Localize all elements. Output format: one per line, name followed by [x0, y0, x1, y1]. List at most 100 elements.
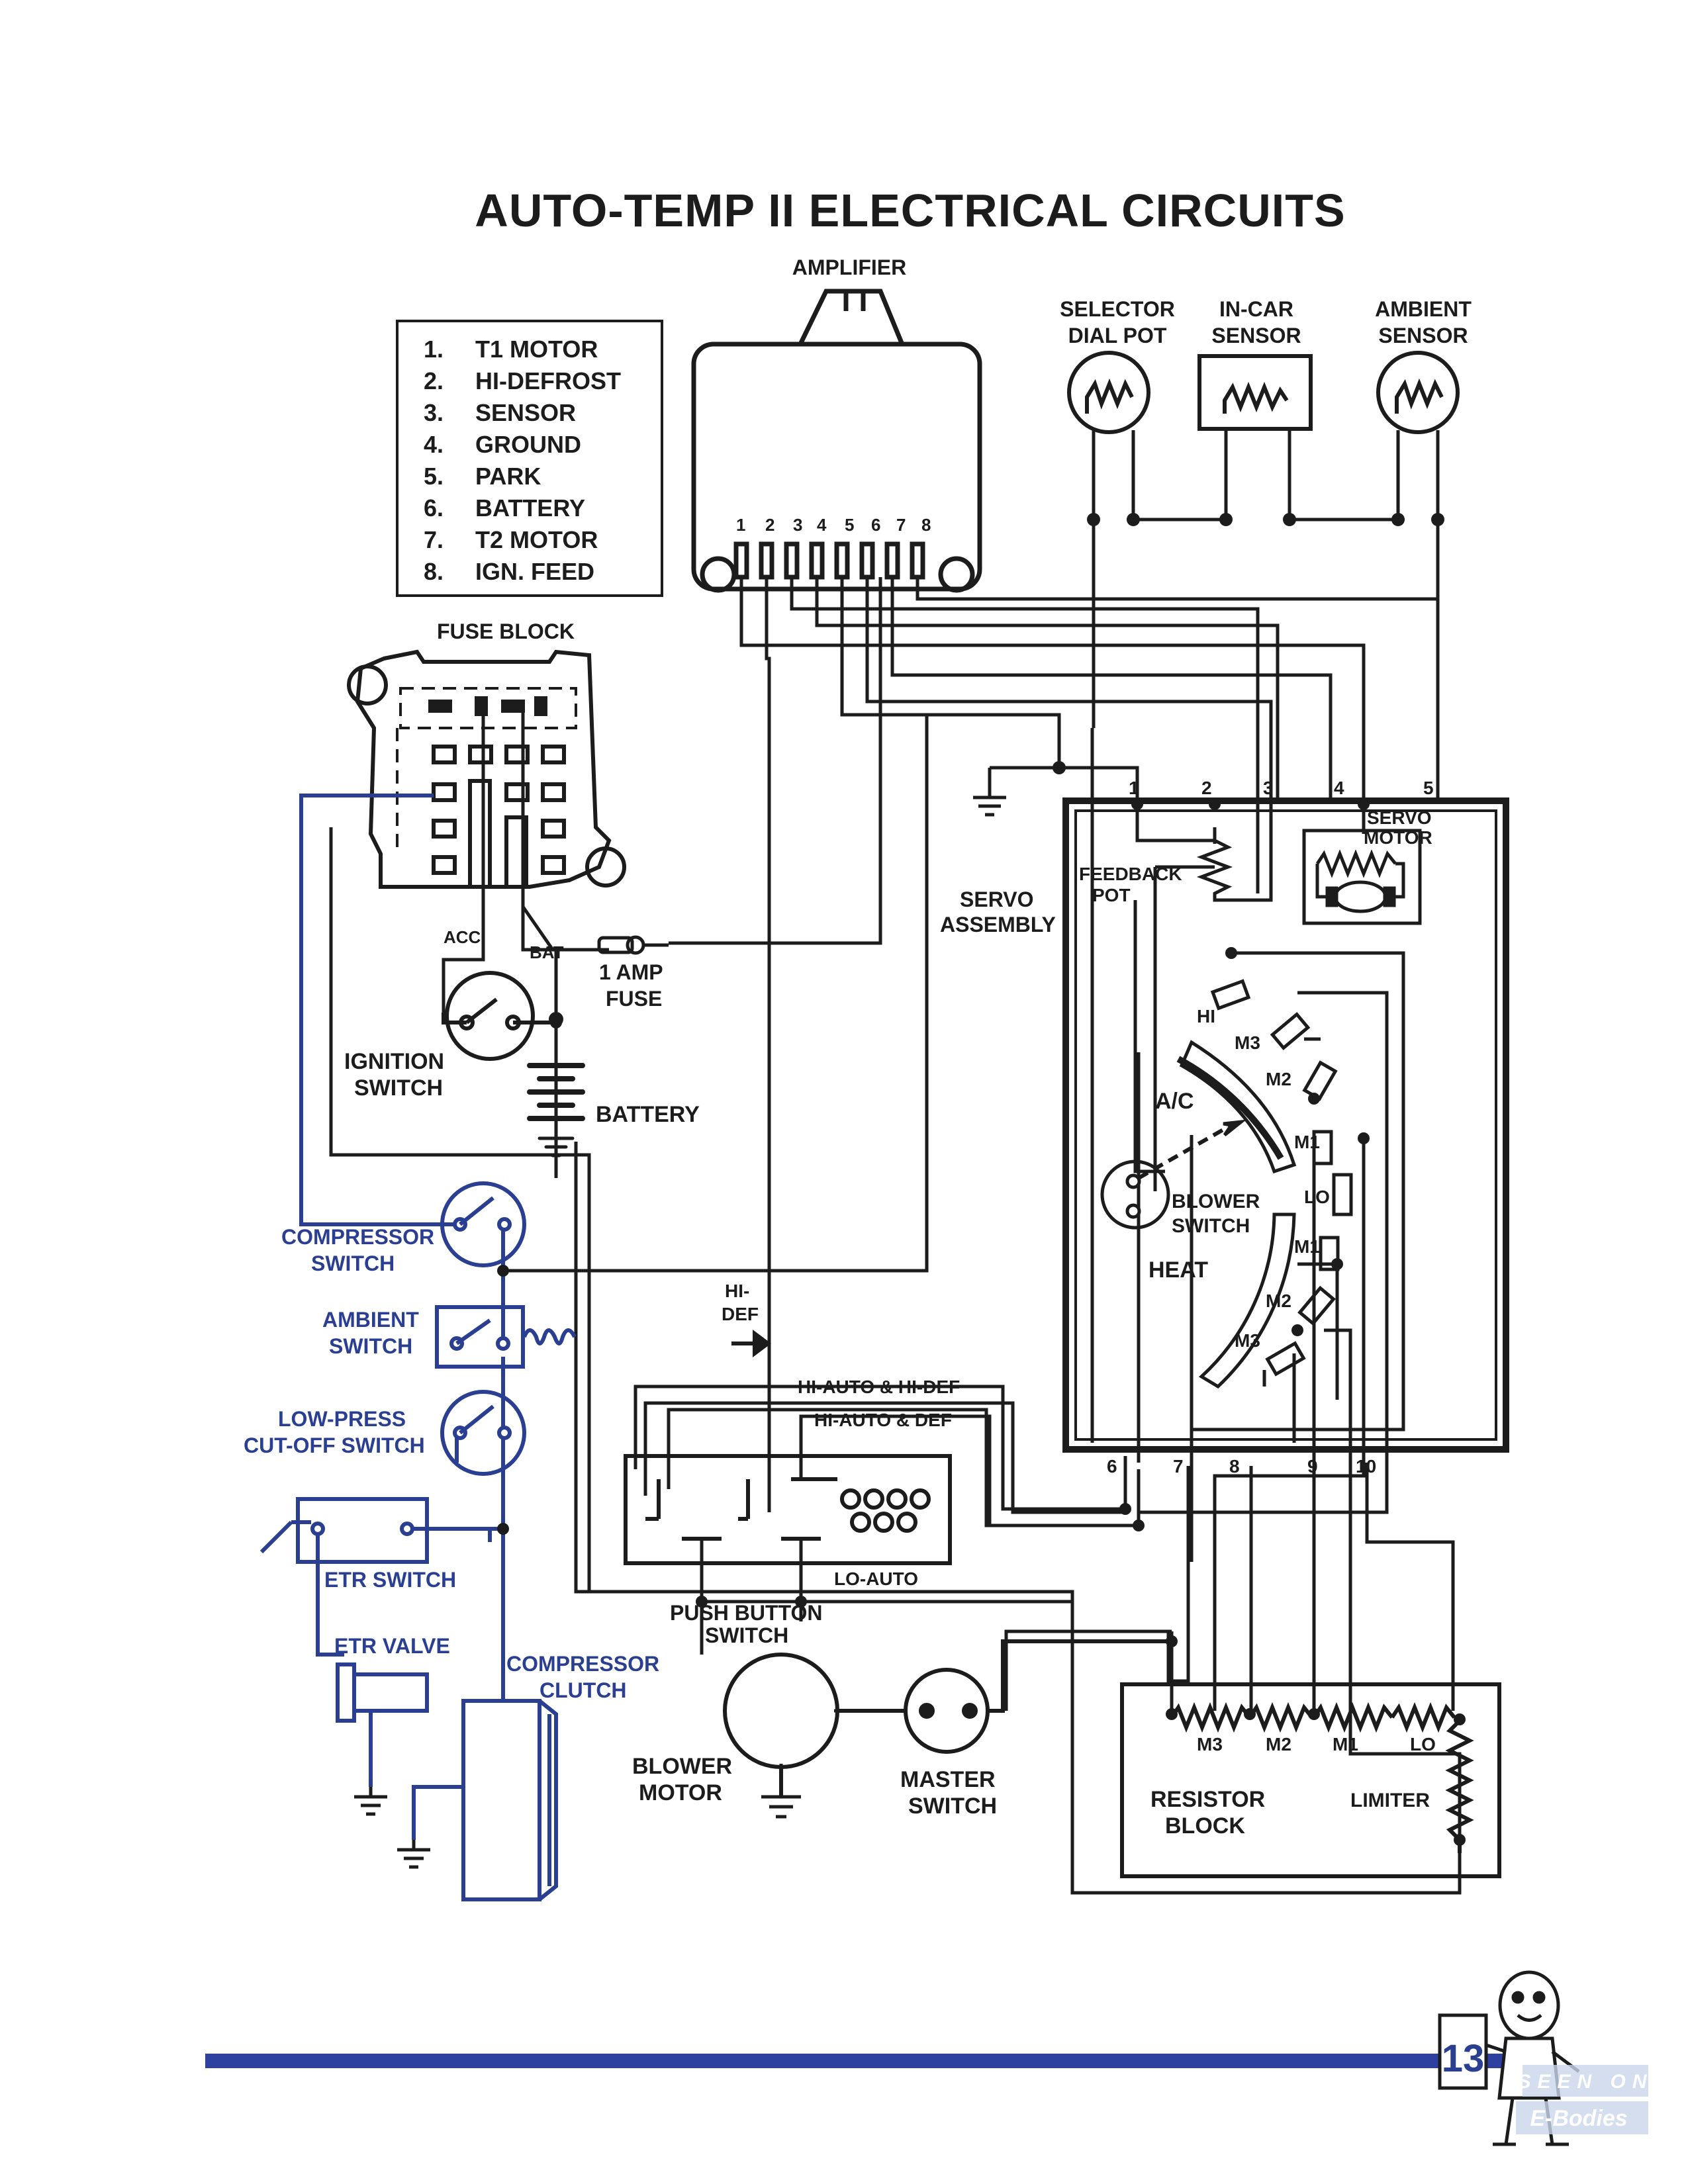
blower-pos-m3-bottom: M3: [1235, 1330, 1260, 1351]
servo-inner-box: [1074, 809, 1497, 1441]
blower-switch-label-1: BLOWER: [1172, 1191, 1260, 1212]
compressor-clutch: [461, 1699, 558, 1901]
push-button-labels: HI-AUTO & HI-DEF HI-AUTO & DEF LO-AUTO P…: [670, 1281, 960, 1647]
incar-label-2: SENSOR: [1211, 324, 1301, 347]
blower-motor-label-1: BLOWER: [632, 1754, 732, 1779]
hi-def-arrow: [731, 1330, 771, 1357]
feedback-pot-label-1: FEEDBACK: [1079, 864, 1182, 884]
amp-pin-1: 1: [736, 515, 745, 535]
legend-name-2: HI-DEFROST: [475, 367, 621, 394]
push-button-label-2: SWITCH: [705, 1623, 788, 1647]
fuse-block-labels: FUSE BLOCK ACC BAT 1 AMP FUSE: [437, 619, 663, 1011]
etr-valve-label: ETR VALVE: [334, 1634, 450, 1658]
blower-switch-labels: BLOWER SWITCH A/C HEAT HI M3 M2 M1 LO M1…: [1149, 1006, 1330, 1351]
etr-valve: [336, 1662, 429, 1734]
servo-term-9: 9: [1307, 1456, 1318, 1477]
servo-term-2: 2: [1201, 778, 1212, 798]
fuse-block: [347, 649, 626, 889]
limiter-label: LIMITER: [1350, 1790, 1430, 1811]
legend-name-1: T1 MOTOR: [475, 336, 598, 363]
wiring-blue: [299, 794, 505, 1840]
servo-labels: SERVO ASSEMBLY FEEDBACK POT SERVO MOTOR: [940, 807, 1432, 936]
amp-pin-4: 4: [817, 515, 827, 535]
legend-name-7: T2 MOTOR: [475, 526, 598, 553]
servo-assembly-label-1: SERVO: [960, 887, 1033, 911]
ambient-sensor-label-1: AMBIENT: [1375, 297, 1472, 321]
hi-def-label-2: DEF: [722, 1304, 759, 1324]
blower-motor: [723, 1653, 907, 1797]
resistor-lo: LO: [1410, 1734, 1436, 1754]
compressor-clutch-label-2: CLUTCH: [539, 1678, 627, 1702]
hi-def-label-1: HI-: [725, 1281, 749, 1301]
master-switch: [904, 1639, 1172, 1754]
amplifier-label: AMPLIFIER: [792, 255, 906, 279]
amp-pin-3: 3: [793, 515, 802, 535]
master-switch-label-1: MASTER: [900, 1767, 996, 1792]
blower-switch-label-2: SWITCH: [1172, 1215, 1250, 1237]
push-button-label-1: PUSH BUTTON: [670, 1601, 823, 1625]
low-press-label-2: CUT-OFF SWITCH: [244, 1433, 425, 1457]
resistor-block-junctions: [1166, 1708, 1466, 1846]
amp-pin-5: 5: [845, 515, 854, 535]
legend-name-4: GROUND: [475, 431, 581, 458]
servo-term-4: 4: [1334, 778, 1344, 798]
etr-switch-label: ETR SWITCH: [324, 1568, 456, 1592]
feedback-pot-label-2: POT: [1092, 885, 1131, 905]
diagram-title: AUTO-TEMP II ELECTRICAL CIRCUITS: [475, 185, 1345, 236]
pin-legend-box: [396, 320, 663, 597]
push-button-switch: [624, 1454, 952, 1565]
resistor-block-labels: M3 M2 M1 LO RESISTOR BLOCK LIMITER: [1150, 1734, 1436, 1839]
blue-grounds: [354, 1787, 430, 1869]
amp-pin-2: 2: [765, 515, 774, 535]
wire-junctions: [550, 513, 1444, 1647]
ambient-switch: [435, 1305, 577, 1369]
ambient-sensor-label-2: SENSOR: [1378, 324, 1468, 347]
servo-motor: [1302, 829, 1422, 925]
compressor-switch: [440, 1181, 526, 1267]
sensors: [1067, 351, 1460, 434]
blower-pos-m1-bottom: M1: [1294, 1236, 1320, 1257]
pin-legend: 1. T1 MOTOR 2. HI-DEFROST 3. SENSOR 4. G…: [424, 336, 621, 585]
legend-num-8: 8.: [424, 558, 444, 585]
push-button-junctions: [696, 1596, 807, 1608]
ignition-label-1: IGNITION: [344, 1049, 444, 1074]
legend-num-4: 4.: [424, 431, 444, 458]
legend-num-2: 2.: [424, 367, 444, 394]
etr-switch: [259, 1497, 429, 1564]
servo-term-3: 3: [1263, 778, 1274, 798]
push-button-wires: [643, 1401, 1139, 1602]
battery-label: BATTERY: [596, 1102, 700, 1127]
legend-num-1: 1.: [424, 336, 444, 363]
mascot-figure: [1485, 1970, 1580, 2146]
legend-name-5: PARK: [475, 463, 541, 490]
watermark-line-2: E-Bodies: [1530, 2106, 1627, 2131]
page-number-badge: 13: [1438, 2013, 1488, 2090]
ambient-switch-label-2: SWITCH: [329, 1334, 412, 1358]
ignition-switch: [442, 971, 563, 1061]
resistor-block-label-2: BLOCK: [1165, 1813, 1245, 1839]
blower-pos-m2-top: M2: [1266, 1069, 1291, 1089]
blue-labels: COMPRESSOR SWITCH AMBIENT SWITCH LOW-PRE…: [244, 1225, 659, 1702]
servo-term-10: 10: [1356, 1456, 1376, 1477]
servo-motor-label-1: SERVO: [1367, 807, 1432, 828]
compressor-clutch-label-1: COMPRESSOR: [506, 1652, 659, 1676]
resistor-block-label-1: RESISTOR: [1150, 1787, 1265, 1812]
blower-heat-label: HEAT: [1149, 1257, 1208, 1283]
servo-assembly-box: [1062, 797, 1509, 1453]
hi-auto-def-label: HI-AUTO & DEF: [814, 1410, 952, 1430]
servo-terminal-numbers: 1 2 3 4 5 6 7 8 9 10: [1107, 778, 1434, 1477]
servo-term-8: 8: [1229, 1456, 1240, 1477]
lo-auto-label: LO-AUTO: [834, 1569, 918, 1589]
legend-num-3: 3.: [424, 399, 444, 426]
resistor-m3: M3: [1197, 1734, 1223, 1754]
hi-auto-hi-def-label: HI-AUTO & HI-DEF: [798, 1377, 960, 1397]
servo-term-7: 7: [1173, 1456, 1184, 1477]
ignition-switch-labels: IGNITION SWITCH: [344, 1049, 444, 1101]
master-switch-label-2: SWITCH: [908, 1794, 997, 1819]
amp-pin-8: 8: [921, 515, 931, 535]
wiring-black: [329, 429, 1462, 1895]
watermark: SEEN ON E-Bodies: [1516, 2065, 1648, 2134]
legend-name-6: BATTERY: [475, 494, 585, 522]
ignition-label-2: SWITCH: [354, 1075, 443, 1101]
